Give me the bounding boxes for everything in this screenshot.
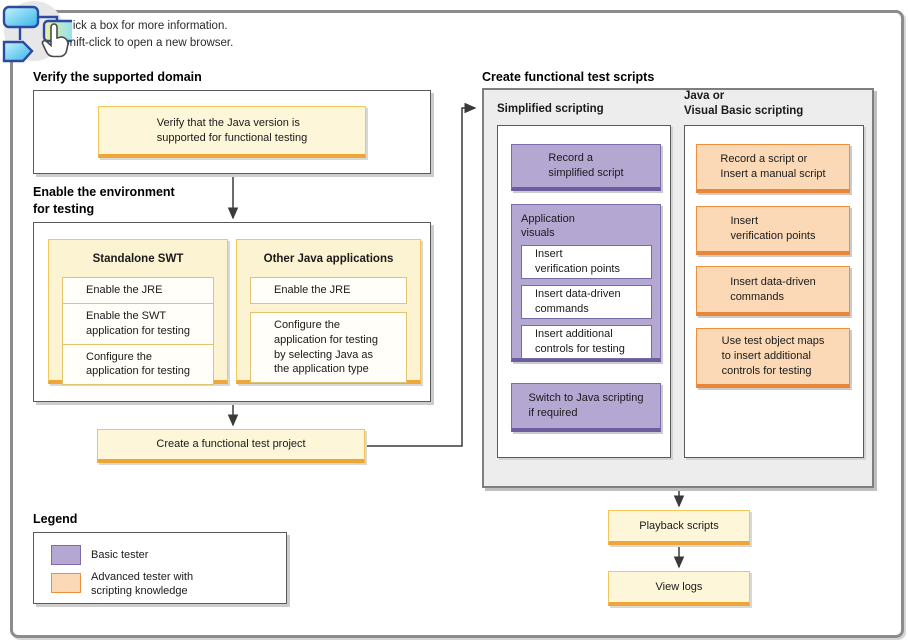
- clickable-flowchart-icon: [2, 1, 72, 63]
- insert-additional-controls-box[interactable]: Insert additional controls for testing: [521, 324, 652, 359]
- basic-tester-swatch: [51, 545, 81, 565]
- enable-jre-other-box[interactable]: Enable the JRE: [250, 277, 407, 304]
- page-border: [10, 10, 904, 638]
- advanced-tester-label: Advanced tester with scripting knowledge: [91, 571, 194, 598]
- verify-domain-heading: Verify the supported domain: [33, 70, 202, 84]
- hint-line2: Shift-click to open a new browser.: [62, 36, 234, 49]
- use-test-object-maps-box[interactable]: Use test object maps to insert additiona…: [696, 328, 850, 388]
- record-script-label: Record a script or Insert a manual scrip…: [720, 153, 826, 180]
- standalone-swt-title: Standalone SWT: [92, 253, 184, 265]
- switch-to-java-scripting-box[interactable]: Switch to Java scripting if required: [511, 383, 661, 432]
- standalone-swt-panel: Standalone SWT Enable the JRE Enable the…: [48, 239, 228, 386]
- advanced-tester-swatch: [51, 573, 81, 593]
- insert-verification-points-orange-box[interactable]: Insert verification points: [696, 206, 850, 255]
- playback-scripts-label: Playback scripts: [639, 519, 719, 532]
- legend-box: Basic tester Advanced tester with script…: [33, 532, 287, 604]
- verify-java-version-box[interactable]: Verify that the Java version is supporte…: [98, 106, 366, 158]
- record-simplified-script-box[interactable]: Record a simplified script: [511, 144, 661, 191]
- view-logs-label: View logs: [655, 580, 703, 593]
- icon-flow-box: [2, 5, 40, 29]
- insert-data-driven-orange-box[interactable]: Insert data-driven commands: [696, 266, 850, 316]
- test-scripts-heading: Create functional test scripts: [482, 70, 655, 84]
- hand-cursor-icon: [41, 23, 69, 58]
- application-visuals-title: Application visuals: [521, 213, 575, 240]
- enable-swt-app-box[interactable]: Enable the SWT application for testing: [62, 302, 214, 345]
- view-logs-box[interactable]: View logs: [608, 571, 750, 606]
- configure-java-type-box[interactable]: Configure the application for testing by…: [250, 311, 407, 384]
- use-test-object-maps-label: Use test object maps to insert additiona…: [721, 335, 825, 377]
- record-simplified-script-label: Record a simplified script: [548, 152, 624, 179]
- create-test-project-label: Create a functional test project: [156, 438, 306, 451]
- insert-verification-points-box[interactable]: Insert verification points: [521, 244, 652, 279]
- basic-tester-label: Basic tester: [91, 549, 149, 561]
- insert-data-driven-commands-box[interactable]: Insert data-driven commands: [521, 284, 652, 319]
- create-test-project-box[interactable]: Create a functional test project: [97, 429, 365, 463]
- insert-verification-points-orange-label: Insert verification points: [730, 215, 816, 242]
- enable-env-heading: Enable the environment for testing: [33, 185, 175, 216]
- legend-heading: Legend: [33, 512, 78, 526]
- switch-to-java-scripting-label: Switch to Java scripting if required: [528, 392, 644, 419]
- other-java-panel: Other Java applications Enable the JRE C…: [236, 239, 421, 384]
- application-visuals-group[interactable]: Application visuals Insert verification …: [511, 204, 661, 362]
- simplified-scripting-title: Simplified scripting: [497, 103, 604, 115]
- playback-scripts-box[interactable]: Playback scripts: [608, 510, 750, 545]
- hint-text: Click a box for more information. Shift-…: [62, 18, 233, 51]
- icon-flow-arrow-box: [2, 40, 34, 63]
- enable-jre-box[interactable]: Enable the JRE: [62, 277, 214, 304]
- java-vb-scripting-title: Java or Visual Basic scripting: [684, 90, 804, 117]
- configure-app-box[interactable]: Configure the application for testing: [62, 343, 214, 386]
- other-java-title: Other Java applications: [263, 253, 394, 265]
- insert-data-driven-orange-label: Insert data-driven commands: [730, 275, 816, 303]
- verify-java-version-label: Verify that the Java version is supporte…: [156, 116, 308, 144]
- record-script-box[interactable]: Record a script or Insert a manual scrip…: [696, 144, 850, 193]
- hint-line1: Click a box for more information.: [62, 20, 228, 32]
